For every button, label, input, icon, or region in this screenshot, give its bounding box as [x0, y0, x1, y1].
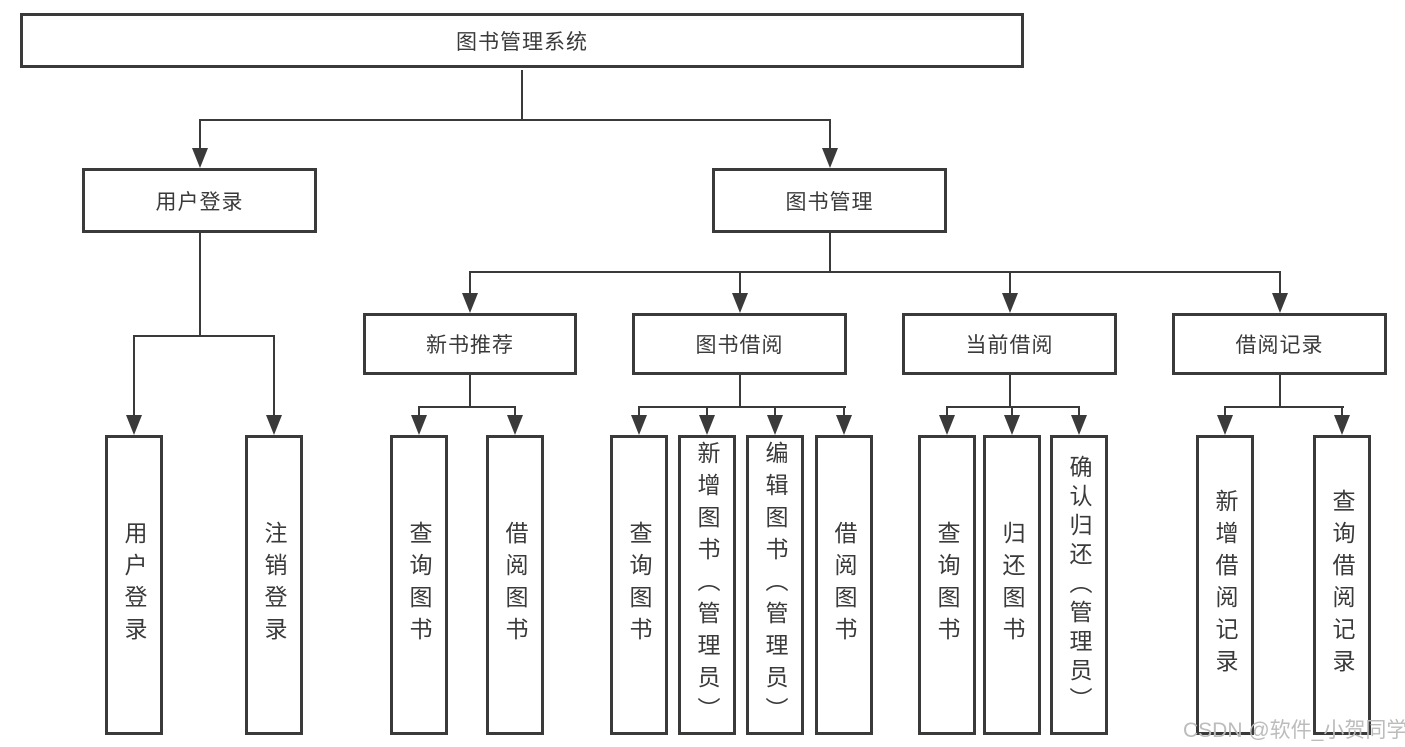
node-user-login-label: 用户登录 [155, 190, 244, 214]
connector-line [1011, 406, 1013, 417]
connector-line [199, 233, 201, 337]
connector-line [418, 406, 516, 408]
node-new-book-recommend-label: 新书推荐 [426, 334, 514, 357]
arrow-down-icon [836, 415, 852, 435]
connector-line [829, 233, 831, 273]
connector-line [1279, 271, 1281, 295]
node-book-borrow-label: 图书借阅 [695, 334, 784, 357]
arrow-down-icon [767, 415, 783, 435]
leaf-borrow-borrow-books: 借阅图书 [815, 435, 873, 735]
connector-line [739, 375, 741, 408]
connector-line [946, 406, 1080, 408]
leaf-user-login-label: 用户登录 [121, 521, 147, 649]
node-root-label: 图书管理系统 [456, 30, 588, 54]
node-book-borrow: 图书借阅 [632, 313, 847, 375]
arrow-down-icon [1272, 293, 1288, 313]
node-borrow-records: 借阅记录 [1172, 313, 1387, 375]
leaf-current-confirm-return-admin: 确认归还（管理员） [1050, 435, 1108, 735]
arrow-down-icon [1217, 415, 1233, 435]
arrow-down-icon [939, 415, 955, 435]
leaf-newbook-query-books: 查询图书 [390, 435, 448, 735]
connector-line [1224, 406, 1344, 408]
arrow-down-icon [732, 293, 748, 313]
leaf-records-add-record-label: 新增借阅记录 [1212, 489, 1238, 681]
connector-line [946, 406, 948, 417]
node-user-login: 用户登录 [82, 168, 317, 233]
leaf-borrow-add-books-admin-label: 新增图书（管理员） [694, 441, 720, 729]
csdn-watermark: CSDN @软件_小贺同学 [1183, 719, 1405, 742]
leaf-user-login: 用户登录 [105, 435, 163, 735]
connector-line [199, 119, 831, 121]
leaf-records-query-record: 查询借阅记录 [1313, 435, 1371, 735]
connector-line [638, 406, 640, 417]
leaf-borrow-edit-books-admin-label: 编辑图书（管理员） [762, 441, 788, 729]
leaf-logout-label: 注销登录 [261, 521, 287, 649]
arrow-down-icon [1071, 415, 1087, 435]
leaf-borrow-add-books-admin: 新增图书（管理员） [678, 435, 736, 735]
node-new-book-recommend: 新书推荐 [363, 313, 577, 375]
arrow-down-icon [507, 415, 523, 435]
leaf-current-query-books-label: 查询图书 [934, 521, 960, 649]
connector-line [1224, 406, 1226, 417]
arrow-down-icon [822, 148, 838, 168]
leaf-newbook-query-books-label: 查询图书 [406, 521, 432, 649]
leaf-borrow-borrow-books-label: 借阅图书 [831, 521, 857, 649]
connector-line [199, 119, 201, 150]
arrow-down-icon [126, 415, 142, 435]
node-book-management-label: 图书管理 [785, 190, 874, 214]
connector-line [706, 406, 708, 417]
leaf-newbook-borrow-books: 借阅图书 [486, 435, 544, 735]
arrow-down-icon [631, 415, 647, 435]
connector-line [418, 406, 420, 417]
arrow-down-icon [462, 293, 478, 313]
arrow-down-icon [1004, 415, 1020, 435]
arrow-down-icon [266, 415, 282, 435]
arrow-down-icon [1334, 415, 1350, 435]
connector-line [638, 406, 846, 408]
leaf-borrow-edit-books-admin: 编辑图书（管理员） [746, 435, 804, 735]
leaf-current-return-books: 归还图书 [983, 435, 1041, 735]
leaf-current-confirm-return-admin-label: 确认归还（管理员） [1066, 454, 1092, 716]
node-borrow-records-label: 借阅记录 [1235, 334, 1324, 357]
connector-line [469, 271, 1281, 273]
leaf-newbook-borrow-books-label: 借阅图书 [502, 521, 528, 649]
connector-line [133, 335, 135, 417]
connector-line [1009, 271, 1011, 295]
connector-line [829, 119, 831, 150]
arrow-down-icon [1002, 293, 1018, 313]
connector-line [1078, 406, 1080, 417]
arrow-down-icon [411, 415, 427, 435]
node-book-management: 图书管理 [712, 168, 947, 233]
connector-line [521, 70, 523, 120]
connector-line [469, 375, 471, 408]
connector-line [469, 271, 471, 295]
connector-line [739, 271, 741, 295]
connector-line [1009, 375, 1011, 408]
leaf-current-query-books: 查询图书 [918, 435, 976, 735]
leaf-records-add-record: 新增借阅记录 [1196, 435, 1254, 735]
node-root: 图书管理系统 [20, 13, 1024, 68]
connector-line [133, 335, 275, 337]
leaf-borrow-query-books-label: 查询图书 [626, 521, 652, 649]
leaf-current-return-books-label: 归还图书 [999, 521, 1025, 649]
arrow-down-icon [192, 148, 208, 168]
connector-line [843, 406, 845, 417]
connector-line [1341, 406, 1343, 417]
connector-line [774, 406, 776, 417]
node-current-borrow-label: 当前借阅 [965, 334, 1054, 357]
leaf-records-query-record-label: 查询借阅记录 [1329, 489, 1355, 681]
connector-line [273, 335, 275, 417]
node-current-borrow: 当前借阅 [902, 313, 1117, 375]
arrow-down-icon [699, 415, 715, 435]
leaf-logout: 注销登录 [245, 435, 303, 735]
connector-line [514, 406, 516, 417]
connector-line [1279, 375, 1281, 408]
leaf-borrow-query-books: 查询图书 [610, 435, 668, 735]
